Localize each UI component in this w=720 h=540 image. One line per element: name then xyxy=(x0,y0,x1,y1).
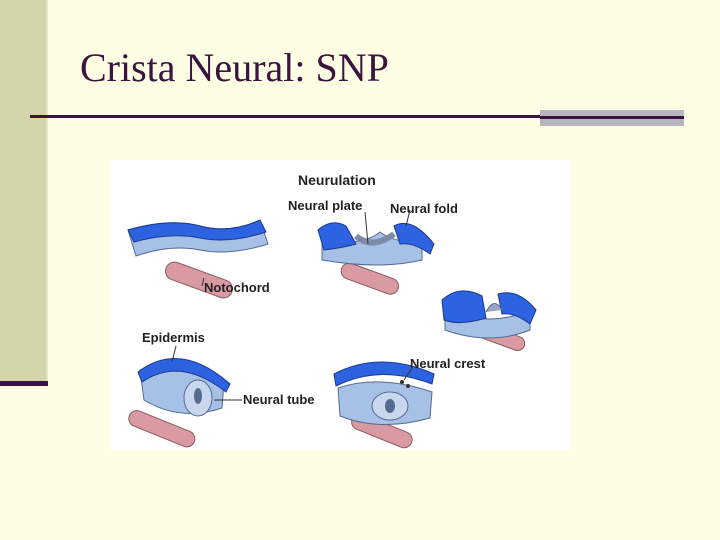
neurulation-diagram: Neurulation Neural plate Neural fold Not… xyxy=(110,160,570,450)
neural-canal xyxy=(385,399,395,413)
notochord-rod xyxy=(340,262,400,295)
neural-groove xyxy=(354,231,396,246)
leader-notochord xyxy=(201,277,205,287)
left-sidebar-bar xyxy=(0,0,48,382)
stage-4-neural-tube xyxy=(128,358,231,448)
stage-1-neural-plate xyxy=(127,219,269,299)
slide-title: Crista Neural: SNP xyxy=(80,45,389,90)
neural-fold-left xyxy=(441,290,487,324)
label-leaders xyxy=(171,209,413,401)
label-neural-crest: Neural crest xyxy=(410,356,486,371)
label-neural-tube: Neural tube xyxy=(243,392,315,407)
title-accent-line xyxy=(540,116,684,119)
stage-3-folds-converge xyxy=(441,290,537,352)
neural-fold-left xyxy=(317,222,357,251)
neurulation-illustration xyxy=(127,209,537,449)
ectoderm-layer xyxy=(127,219,267,243)
left-sidebar-accent xyxy=(0,381,48,386)
neural-groove xyxy=(485,303,503,313)
leader-neural-crest xyxy=(403,367,413,381)
stage-5-neural-crest xyxy=(333,361,435,449)
neural-canal xyxy=(194,388,202,404)
notochord-rod xyxy=(165,261,233,299)
epidermis-layer xyxy=(333,361,435,387)
neural-fold-right xyxy=(497,292,537,325)
neural-crest-cell xyxy=(406,384,410,388)
neural-crest-cell xyxy=(400,380,404,384)
leader-neural-fold xyxy=(405,209,411,227)
epidermis-layer xyxy=(137,358,231,393)
label-epidermis: Epidermis xyxy=(142,330,205,345)
leader-epidermis xyxy=(171,345,177,363)
label-notochord: Notochord xyxy=(204,280,270,295)
label-neural-plate: Neural plate xyxy=(288,198,363,213)
notochord-rod xyxy=(128,410,196,448)
leader-neural-plate xyxy=(364,211,369,245)
title-underline xyxy=(30,115,540,118)
stage-2-neural-fold xyxy=(317,222,435,295)
diagram-heading: Neurulation xyxy=(298,172,376,188)
label-neural-fold: Neural fold xyxy=(390,201,458,216)
